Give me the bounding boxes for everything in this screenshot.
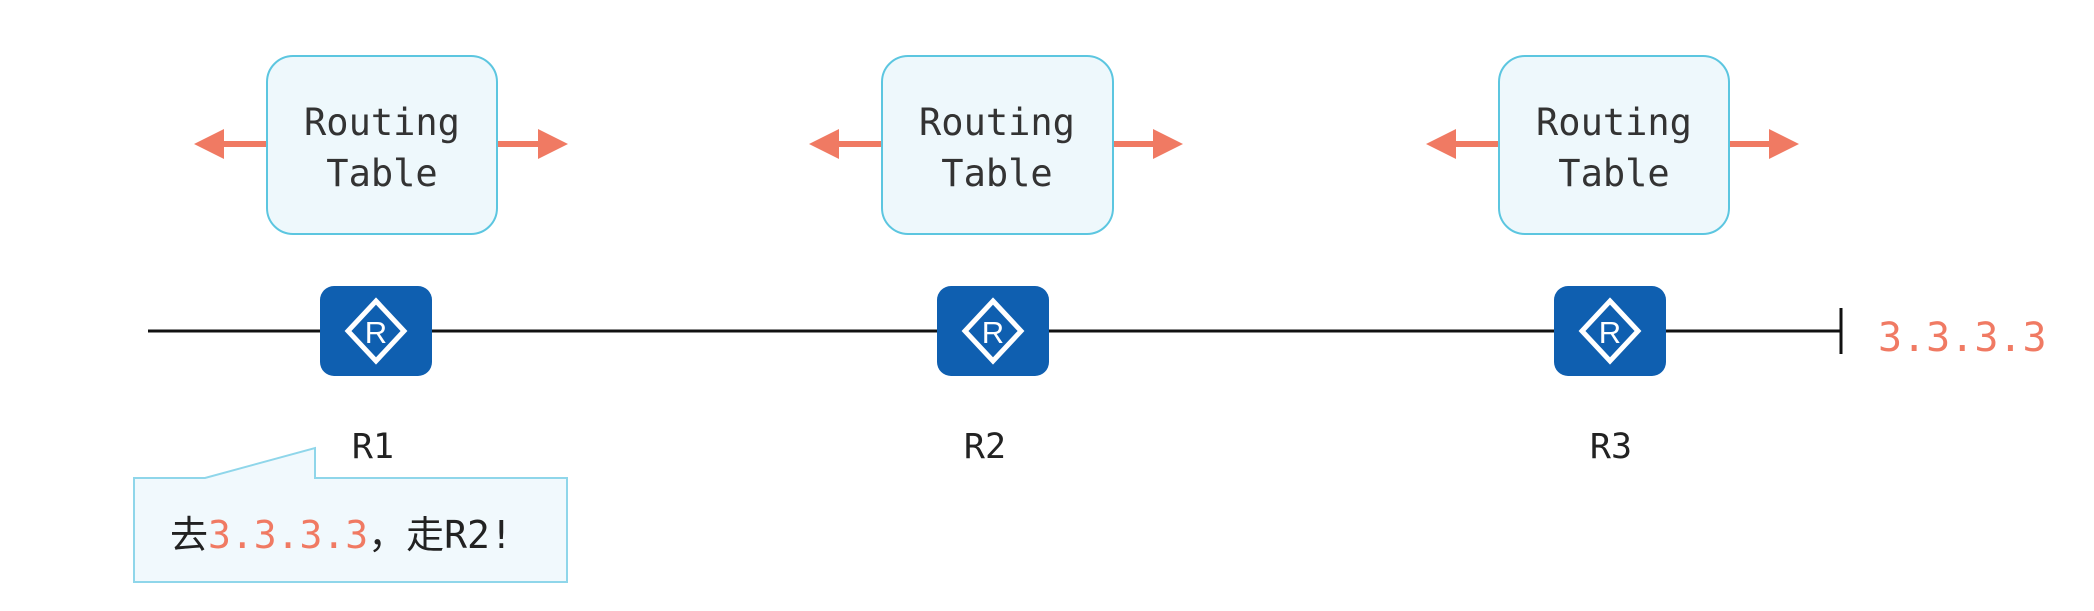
routing-table-line1: Routing	[1536, 101, 1692, 144]
callout-text: 去3.3.3.3，走R2!	[170, 513, 513, 557]
router-icon: R	[1554, 286, 1666, 376]
router-label-r3: R3	[1590, 427, 1632, 467]
router-group-r1: Routing Table R R1	[194, 55, 568, 467]
routing-table-line2: Table	[1558, 152, 1669, 195]
router-icon: R	[320, 286, 432, 376]
routing-table-line1: Routing	[919, 101, 1075, 144]
svg-text:R: R	[365, 315, 387, 350]
svg-text:R: R	[982, 315, 1004, 350]
routing-table-box	[1498, 55, 1730, 235]
router-group-r3: Routing Table R R3	[1426, 55, 1799, 467]
routing-table-line2: Table	[941, 152, 1052, 195]
callout-highlight: 3.3.3.3	[208, 513, 368, 557]
router-icon: R	[937, 286, 1049, 376]
routing-table-line2: Table	[326, 152, 437, 195]
routing-table-box	[266, 55, 498, 235]
callout-bubble: 去3.3.3.3，走R2!	[133, 446, 568, 583]
callout-prefix: 去	[170, 513, 208, 557]
router-label-r1: R1	[352, 427, 394, 467]
routing-table-line1: Routing	[304, 101, 460, 144]
svg-text:R: R	[1599, 315, 1621, 350]
callout-suffix: ，走R2!	[368, 513, 513, 557]
routing-table-box	[881, 55, 1114, 235]
destination-label: 3.3.3.3	[1878, 315, 2047, 361]
router-group-r2: Routing Table R R2	[809, 55, 1183, 467]
router-label-r2: R2	[964, 427, 1006, 467]
